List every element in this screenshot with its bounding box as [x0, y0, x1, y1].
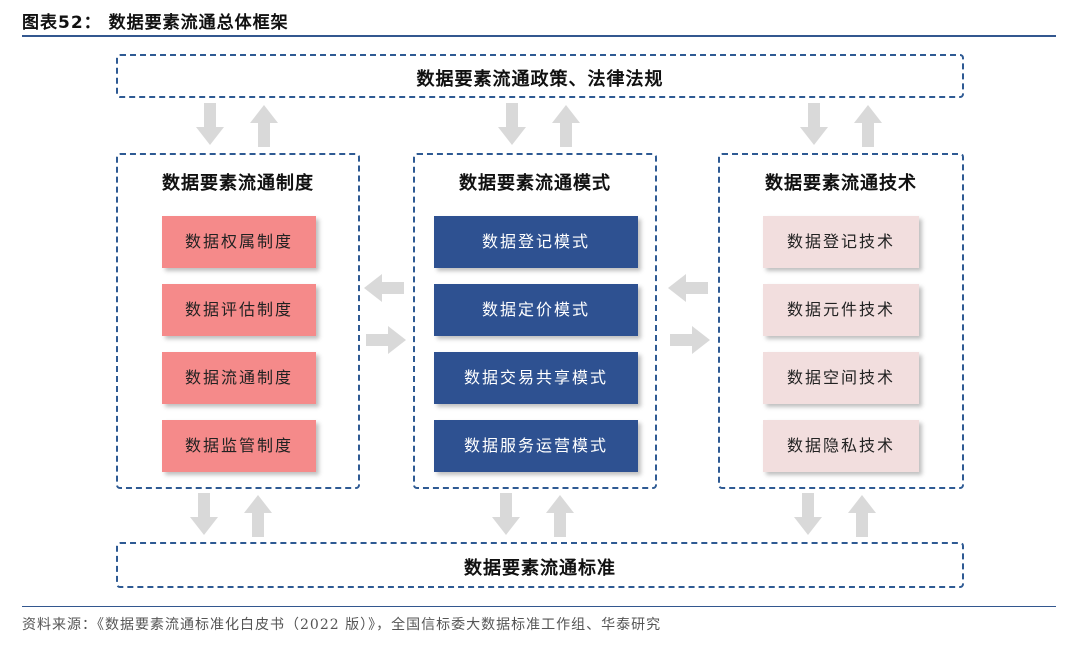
standards-banner: 数据要素流通标准: [116, 542, 964, 588]
institution-column-title: 数据要素流通制度: [162, 173, 314, 194]
up-arrow-icon: [244, 495, 272, 537]
figure-title: 图表52： 数据要素流通总体框架: [22, 13, 289, 33]
footer-rule: [22, 606, 1056, 607]
down-arrow-icon: [190, 493, 218, 535]
institution-item-4: 数据监管制度: [162, 420, 316, 472]
institution-item-2: 数据评估制度: [162, 284, 316, 336]
up-arrow-icon: [552, 105, 580, 147]
down-arrow-icon: [492, 493, 520, 535]
up-arrow-icon: [848, 495, 876, 537]
right-arrow-icon: [366, 326, 406, 354]
down-arrow-icon: [498, 103, 526, 145]
arrow-pair-mid-left: [364, 274, 406, 354]
up-arrow-icon: [854, 105, 882, 147]
source-note: 资料来源：《数据要素流通标准化白皮书（2022 版）》，全国信标委大数据标准工作…: [22, 617, 662, 633]
arrow-pair-top-left: [196, 103, 278, 147]
down-arrow-icon: [800, 103, 828, 145]
left-arrow-icon: [364, 274, 404, 302]
technology-item-4: 数据隐私技术: [763, 420, 919, 472]
arrow-pair-top-center: [498, 103, 580, 147]
technology-item-1: 数据登记技术: [763, 216, 919, 268]
mode-item-3: 数据交易共享模式: [434, 352, 638, 404]
up-arrow-icon: [546, 495, 574, 537]
header-rule: [22, 35, 1056, 37]
mode-column: 数据要素流通模式: [413, 153, 657, 489]
arrow-pair-bottom-right: [794, 493, 876, 537]
technology-item-2: 数据元件技术: [763, 284, 919, 336]
mode-item-4: 数据服务运营模式: [434, 420, 638, 472]
mode-column-title: 数据要素流通模式: [459, 173, 611, 194]
policy-law-banner-text: 数据要素流通政策、法律法规: [416, 69, 664, 90]
technology-item-3: 数据空间技术: [763, 352, 919, 404]
arrow-pair-mid-right: [668, 274, 710, 354]
arrow-pair-bottom-left: [190, 493, 272, 537]
right-arrow-icon: [670, 326, 710, 354]
technology-column: 数据要素流通技术: [718, 153, 964, 489]
up-arrow-icon: [250, 105, 278, 147]
standards-banner-text: 数据要素流通标准: [464, 558, 616, 579]
down-arrow-icon: [196, 103, 224, 145]
mode-item-1: 数据登记模式: [434, 216, 638, 268]
institution-item-3: 数据流通制度: [162, 352, 316, 404]
policy-law-banner: 数据要素流通政策、法律法规: [116, 54, 964, 98]
mode-item-2: 数据定价模式: [434, 284, 638, 336]
left-arrow-icon: [668, 274, 708, 302]
institution-item-1: 数据权属制度: [162, 216, 316, 268]
technology-column-title: 数据要素流通技术: [765, 173, 917, 194]
down-arrow-icon: [794, 493, 822, 535]
arrow-pair-top-right: [800, 103, 882, 147]
institution-column: 数据要素流通制度: [116, 153, 360, 489]
arrow-pair-bottom-center: [492, 493, 574, 537]
